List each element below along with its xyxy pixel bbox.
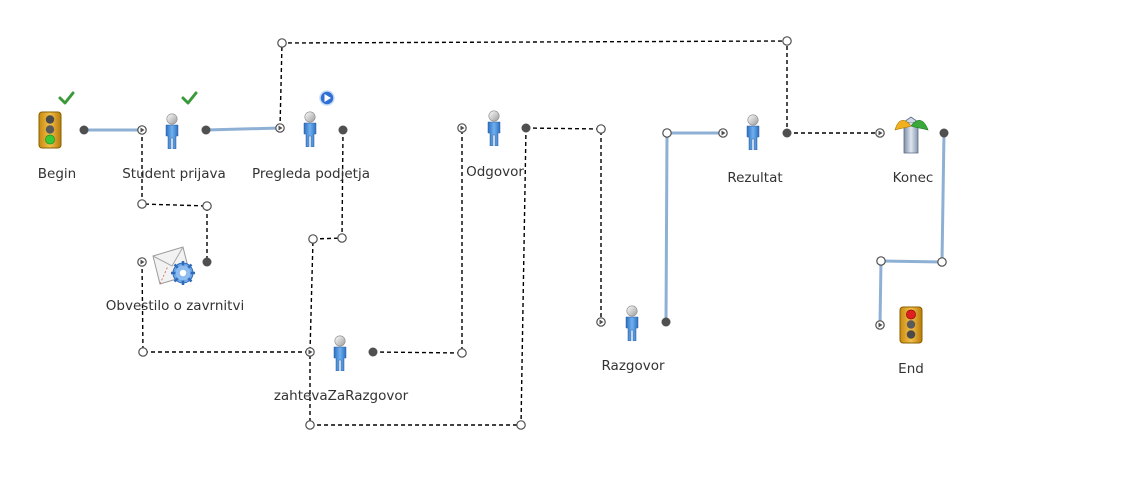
decision-split-icon: [894, 116, 929, 154]
port-begin-out[interactable]: [79, 125, 89, 135]
user-icon: [303, 111, 317, 147]
node-begin[interactable]: [38, 91, 75, 149]
bend-point[interactable]: [337, 233, 347, 243]
user-icon: [165, 113, 179, 149]
node-label-student-prijava: Student prijava: [122, 166, 226, 182]
connector-pregleda-to-zahteva[interactable]: [309, 129, 344, 353]
connector-student-to-pregleda[interactable]: [204, 126, 282, 132]
bend-point[interactable]: [662, 128, 672, 138]
port-razgovor-out[interactable]: [661, 317, 671, 327]
connector-razgovor-to-rezultat[interactable]: [664, 131, 725, 324]
connector-odgovor-loop-to-zahteva[interactable]: [309, 127, 527, 426]
node-obvestilo-o-zavrnitvi[interactable]: [152, 246, 195, 285]
port-konec-out[interactable]: [939, 128, 949, 138]
bend-point[interactable]: [457, 348, 467, 358]
bend-point[interactable]: [782, 36, 792, 46]
completed-check-icon: [181, 91, 198, 105]
port-odgovor-out[interactable]: [521, 123, 531, 133]
node-odgovor[interactable]: [487, 110, 501, 146]
node-label-obvestilo: Obvestilo o zavrnitvi: [105, 298, 245, 314]
port-zahteva-out[interactable]: [368, 347, 378, 357]
node-zahtevazarazgovor[interactable]: [333, 335, 347, 371]
bend-point[interactable]: [876, 256, 886, 266]
traffic-light-red-icon: [899, 306, 923, 344]
node-student-prijava[interactable]: [165, 91, 198, 149]
email-gear-icon: [152, 246, 195, 285]
user-icon: [746, 114, 760, 150]
node-label-pregleda-podjetja: Pregleda podjetja: [252, 166, 370, 182]
bend-point[interactable]: [596, 124, 606, 134]
connector-obvestilo-to-zahteva[interactable]: [141, 261, 310, 353]
connector-odgovor-to-razgovor[interactable]: [525, 127, 602, 322]
node-label-begin: Begin: [37, 166, 77, 182]
connector-zahteva-to-odgovor[interactable]: [372, 128, 463, 354]
user-icon: [625, 305, 639, 341]
completed-check-icon: [58, 91, 75, 105]
connector-student-to-obvestilo[interactable]: [141, 130, 208, 262]
dashed-connectors: [141, 40, 880, 426]
node-label-zahteva: zahtevaZaRazgovor: [273, 388, 409, 404]
traffic-light-green-icon: [38, 111, 62, 149]
bend-point[interactable]: [516, 420, 526, 430]
node-label-rezultat: Rezultat: [727, 170, 783, 186]
node-rezultat[interactable]: [746, 114, 760, 150]
bend-point[interactable]: [277, 38, 287, 48]
bend-point[interactable]: [937, 257, 947, 267]
connector-pregleda-to-rezultat[interactable]: [279, 40, 788, 133]
user-icon: [333, 335, 347, 371]
port-student-out[interactable]: [201, 125, 211, 135]
solid-connectors: [82, 126, 946, 327]
port-rezultat-out[interactable]: [782, 128, 792, 138]
bend-point[interactable]: [138, 347, 148, 357]
node-label-odgovor: Odgovor: [466, 164, 524, 180]
connector-konec-to-end[interactable]: [878, 131, 946, 327]
node-konec[interactable]: [894, 116, 929, 154]
port-obvestilo-out[interactable]: [202, 257, 212, 267]
connection-ports: [79, 36, 949, 430]
bend-point[interactable]: [137, 199, 147, 209]
bend-point[interactable]: [202, 201, 212, 211]
active-play-icon: [319, 90, 335, 106]
node-razgovor[interactable]: [625, 305, 639, 341]
node-label-konec: Konec: [892, 170, 934, 186]
bend-point[interactable]: [305, 420, 315, 430]
node-end[interactable]: [899, 306, 923, 344]
bend-point[interactable]: [308, 234, 318, 244]
node-pregleda-podjetja[interactable]: [303, 90, 335, 147]
port-pregleda-out[interactable]: [338, 125, 348, 135]
node-label-end: End: [898, 361, 924, 377]
node-label-razgovor: Razgovor: [601, 358, 665, 374]
user-icon: [487, 110, 501, 146]
